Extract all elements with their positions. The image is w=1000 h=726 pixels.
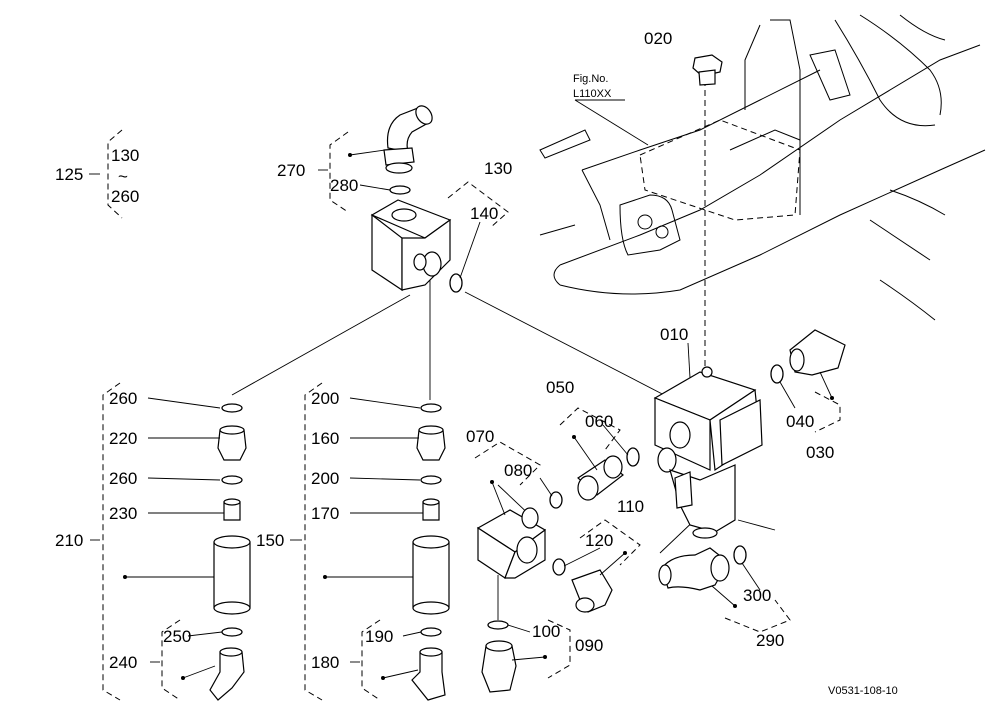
- label-180: 180: [311, 653, 339, 672]
- figure-reference: Fig.No. L110XX: [573, 73, 612, 100]
- o-ring-280: [389, 185, 411, 195]
- label-120: 120: [585, 531, 613, 550]
- label-280: 280: [330, 176, 358, 195]
- callout-dots: [123, 149, 834, 680]
- fitting-090: [481, 640, 517, 693]
- label-210: 210: [55, 531, 83, 550]
- elbow-fitting-290: [658, 547, 730, 591]
- label-125: 125: [55, 165, 83, 184]
- main-valve-010: [653, 366, 763, 539]
- label-240: 240: [109, 653, 137, 672]
- label-220: 220: [109, 429, 137, 448]
- label-150: 150: [256, 531, 284, 550]
- label-200-mid: 200: [311, 469, 339, 488]
- label-010: 010: [660, 325, 688, 344]
- o-ring-080: [549, 491, 563, 509]
- group-brackets: [102, 129, 841, 701]
- range-note: 130 ~ 260: [111, 146, 139, 206]
- adapter-050: [577, 455, 624, 501]
- label-170: 170: [311, 504, 339, 523]
- label-080: 080: [504, 461, 532, 480]
- tee-fitting-070: [476, 507, 547, 579]
- label-110: 110: [617, 497, 644, 516]
- o-ring-300: [733, 545, 747, 565]
- cartridge-stack-150: [411, 403, 450, 701]
- o-ring-140: [449, 273, 463, 293]
- range-note-top: 130: [111, 146, 139, 165]
- label-090: 090: [575, 636, 603, 655]
- label-130: 130: [484, 159, 512, 178]
- drawing-code: V0531-108-10: [828, 685, 898, 697]
- range-note-bottom: 260: [111, 187, 139, 206]
- bolt-020: [692, 54, 723, 86]
- range-note-tilde: ~: [118, 167, 128, 186]
- label-270: 270: [277, 161, 305, 180]
- label-200-top: 200: [311, 389, 339, 408]
- leader-lines: [231, 80, 776, 620]
- cartridge-stack-210: [209, 403, 251, 701]
- elbow-fitting-030: [789, 329, 846, 376]
- figure-ref-line2: L110XX: [573, 88, 612, 100]
- label-260-top: 260: [109, 389, 137, 408]
- tractor-frame-outline: [539, 14, 986, 321]
- label-040: 040: [786, 412, 814, 431]
- o-ring-060: [626, 447, 640, 467]
- label-070: 070: [466, 427, 494, 446]
- label-leaders: [89, 169, 796, 663]
- label-050: 050: [546, 378, 574, 397]
- label-030: 030: [806, 443, 834, 462]
- elbow-fitting-110: [571, 569, 613, 613]
- label-100: 100: [532, 622, 560, 641]
- part-labels: 020 010 030 040 050 060 070 080 090 100 …: [55, 29, 834, 672]
- valve-block-130: [370, 199, 452, 292]
- o-ring-040: [770, 364, 784, 384]
- label-060: 060: [585, 412, 613, 431]
- label-300: 300: [743, 586, 771, 605]
- label-250: 250: [163, 627, 191, 646]
- o-ring-100: [487, 620, 509, 630]
- elbow-fitting-270: [383, 105, 433, 174]
- label-140: 140: [470, 204, 498, 223]
- figure-ref-line1: Fig.No.: [573, 73, 608, 85]
- label-160: 160: [311, 429, 339, 448]
- label-260-mid: 260: [109, 469, 137, 488]
- label-290: 290: [756, 631, 784, 650]
- label-190: 190: [365, 627, 393, 646]
- label-020: 020: [644, 29, 672, 48]
- o-ring-120: [552, 558, 566, 576]
- label-230: 230: [109, 504, 137, 523]
